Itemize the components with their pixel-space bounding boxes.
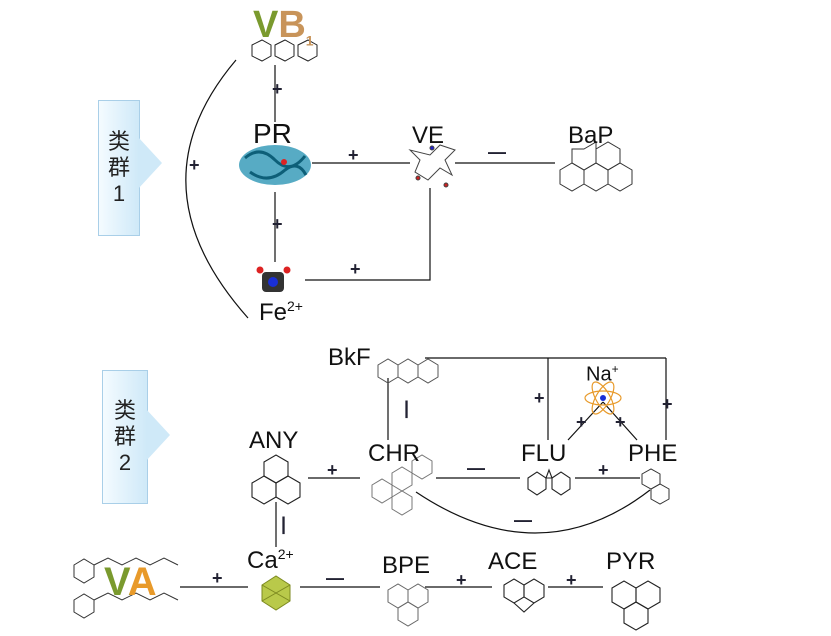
chr-structure	[371, 454, 433, 516]
sign-flu-phe: +	[598, 460, 609, 480]
node-bkf: BkF	[328, 344, 371, 371]
cluster-2-char-1: 类	[113, 398, 136, 423]
pr-protein-image	[239, 145, 311, 185]
node-chr: CHR	[368, 440, 420, 467]
cluster-1-arrow	[138, 137, 162, 189]
edge-na-phe	[602, 401, 638, 441]
sign-any-ca: |	[281, 514, 287, 534]
bkf-structure	[377, 358, 439, 384]
sign-vb1-pr: +	[272, 79, 283, 99]
sign-ve-bap: —	[488, 142, 506, 162]
va-letters: VA	[104, 560, 157, 604]
sign-ace-pyr: +	[566, 570, 577, 590]
sign-arc-cluster1: +	[189, 155, 200, 175]
node-bpe: BPE	[382, 552, 431, 579]
fe-complex-image	[256, 266, 291, 292]
sign-pr-fe: +	[272, 214, 283, 234]
sign-any-chr: +	[327, 460, 338, 480]
cluster-2-arrow	[146, 409, 170, 461]
na-atom-image	[584, 381, 622, 415]
node-ace: ACE	[488, 548, 538, 575]
na-charge: +	[611, 362, 619, 376]
phe-structure	[641, 468, 670, 505]
vb1-letters: VB	[253, 4, 306, 46]
cluster-1-label: 类 群 1	[98, 100, 140, 236]
cluster-1-char-1: 类	[107, 129, 130, 154]
sign-va-ca: +	[212, 568, 223, 588]
flu-structure	[527, 468, 571, 496]
sign-bpe-ace: +	[456, 570, 467, 590]
ace-structure	[503, 578, 545, 613]
sign-ca-bpe: —	[326, 568, 344, 588]
node-pr: PR	[253, 118, 292, 149]
cluster-2-number: 2	[118, 450, 132, 475]
va-structure	[73, 557, 179, 619]
fe-base: Fe	[259, 299, 288, 326]
cluster-2-label: 类 群 2	[102, 370, 148, 504]
sign-chr-flu: —	[467, 458, 485, 478]
sign-bkf-flu: +	[534, 388, 545, 408]
vb1-subscript: 1	[305, 32, 314, 49]
node-va: VA	[104, 560, 157, 605]
sign-pr-ve: +	[348, 145, 359, 165]
cluster-1-char-2: 群	[107, 155, 130, 180]
edge-fe-ve	[305, 188, 431, 281]
sign-bkf-phe: +	[662, 394, 673, 414]
node-vb1: VB1	[253, 4, 314, 49]
ca-charge: 2+	[277, 546, 294, 562]
node-bap: BaP	[568, 122, 614, 149]
sign-fe-ve: +	[350, 259, 361, 279]
edge-chr-phe-arc	[415, 489, 651, 534]
node-na: Na+	[586, 362, 619, 387]
node-phe: PHE	[628, 440, 678, 467]
sign-na-phe: +	[615, 412, 626, 432]
edge-vb1-fe-arc	[185, 59, 249, 319]
sign-na-flu: +	[576, 412, 587, 432]
na-base: Na	[586, 363, 612, 386]
ve-structure	[408, 144, 456, 188]
node-any: ANY	[249, 427, 299, 454]
cluster-2-char-2: 群	[113, 424, 136, 449]
node-flu: FLU	[521, 440, 567, 467]
edge-na-flu	[567, 401, 604, 441]
fe-charge: 2+	[287, 298, 303, 314]
sign-bkf-chr: |	[404, 398, 410, 418]
any-structure	[251, 454, 301, 505]
bap-structure	[559, 141, 633, 192]
node-ca: Ca2+	[247, 546, 294, 575]
vb1-structure	[251, 39, 318, 62]
bpe-structure	[387, 583, 429, 627]
node-ve: VE	[412, 122, 445, 149]
cluster-1-number: 1	[112, 181, 126, 206]
sign-chr-phe-arc: —	[514, 510, 532, 530]
pyr-structure	[611, 580, 661, 631]
node-pyr: PYR	[606, 548, 656, 575]
ca-crystal-image	[261, 575, 291, 611]
ca-base: Ca	[247, 547, 278, 574]
node-fe: Fe2+	[259, 298, 303, 327]
